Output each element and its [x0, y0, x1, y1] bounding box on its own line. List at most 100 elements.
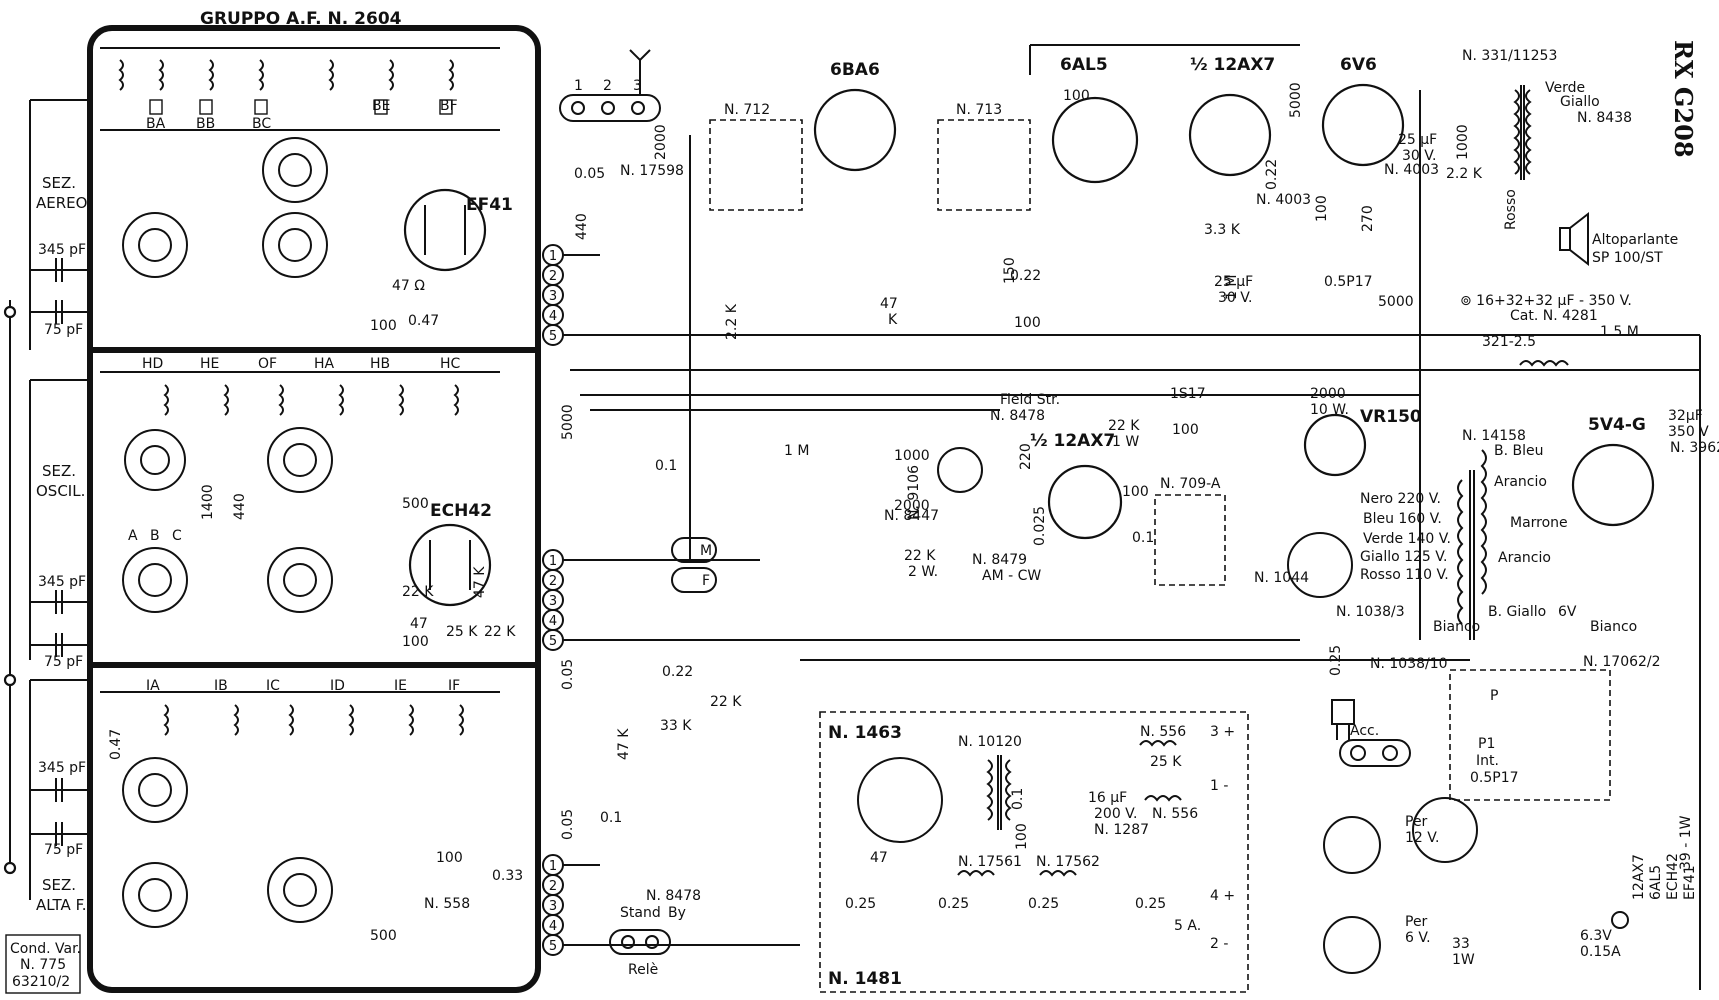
if-transformer-713 [937, 119, 1031, 211]
svg-text:0.33: 0.33 [492, 868, 523, 884]
svg-text:0.22: 0.22 [662, 664, 693, 680]
n17561-label: N. 17561 [958, 854, 1022, 870]
svg-text:0.1: 0.1 [655, 458, 677, 474]
cap-345a: 345 pF [38, 242, 86, 258]
rf-group-box [87, 25, 541, 993]
r2000-watt: 10 W. [1310, 402, 1349, 418]
r33-watt: 1W [1452, 952, 1475, 968]
svg-text:5000: 5000 [1378, 294, 1414, 310]
choke-label: 321-2.5 [1482, 334, 1536, 350]
out-minus2: 2 - [1210, 936, 1228, 952]
fuse-volt: 6.3V [1580, 928, 1612, 944]
svg-text:100: 100 [436, 850, 463, 866]
n17598-label: N. 17598 [620, 163, 684, 179]
svg-text:100: 100 [1014, 823, 1030, 850]
sec-6v: 6V [1558, 604, 1577, 620]
svg-text:100: 100 [1314, 195, 1330, 222]
primary-160: Bleu 160 V. [1363, 511, 1442, 527]
n1287-label: N. 1287 [1094, 822, 1149, 838]
c16-volt: 200 V. [1094, 806, 1137, 822]
if-transformer-712 [709, 119, 803, 211]
ant-pin-3: 3 [633, 78, 642, 94]
p-label: P [1490, 688, 1498, 704]
svg-text:25 µF: 25 µF [1398, 132, 1437, 148]
c025-c: 0.25 [1028, 896, 1059, 912]
svg-text:30 V.: 30 V. [1402, 148, 1437, 164]
terminal-strip-aereo [542, 244, 564, 346]
svg-text:2.2 K: 2.2 K [1446, 166, 1483, 182]
tube-12ax7-b [1047, 464, 1123, 540]
fuse-amp: 0.15A [1580, 944, 1621, 960]
term-o3: 3 [549, 594, 557, 609]
cap-75a: 75 pF [44, 322, 83, 338]
ant-pin-2: 2 [603, 78, 612, 94]
n8478b-label: N. 8478 [646, 888, 701, 904]
svg-text:0.1: 0.1 [1132, 530, 1154, 546]
term-f3: 3 [549, 899, 557, 914]
svg-text:1S17: 1S17 [1170, 386, 1206, 402]
cond-var-3: 63210/2 [12, 974, 70, 990]
tube-12ax7-b-label: ½ 12AX7 [1030, 431, 1115, 451]
sec-arancio-2: Arancio [1498, 550, 1551, 566]
term-o5: 5 [549, 634, 557, 649]
mod-c: C [172, 528, 182, 544]
svg-text:500: 500 [370, 928, 397, 944]
term-o4: 4 [549, 614, 557, 629]
sec-arancio-1: Arancio [1494, 474, 1547, 490]
heater-string: 12AX7 6AL5 ECH42 EF41 [1631, 853, 1698, 900]
r25kb-label: 25 K [1150, 754, 1182, 770]
per6-1: Per [1405, 914, 1428, 930]
tube-12ax7-a [1188, 93, 1272, 177]
group-label: GRUPPO A.F. N. 2604 [200, 9, 402, 29]
f-connector [671, 567, 717, 593]
coil-ic: IC [266, 678, 280, 694]
voltage-selector [1287, 532, 1353, 598]
svg-text:440: 440 [574, 213, 590, 240]
pilot-lamp-icon [1611, 911, 1629, 929]
n8479-label: N. 8479 [972, 552, 1027, 568]
coil-hc: HC [440, 356, 461, 372]
vibrator-chokes [957, 740, 1182, 877]
c025-d: 0.25 [1135, 896, 1166, 912]
output-transformer [1513, 85, 1532, 180]
c32-val: 32µF [1668, 408, 1703, 424]
svg-text:100: 100 [1063, 88, 1090, 104]
n4281-label: Cat. N. 4281 [1510, 308, 1598, 324]
svg-text:1 W: 1 W [1112, 434, 1139, 450]
cap-345c: 345 pF [38, 760, 86, 776]
svg-text:0.025: 0.025 [1032, 506, 1048, 546]
wiring-bus [563, 44, 1701, 990]
standby-stand: Stand [620, 905, 661, 921]
section-oscil-2: OSCIL. [36, 482, 85, 500]
svg-text:22 K: 22 K [402, 584, 434, 600]
bottom-coil-bank [100, 691, 500, 736]
coil-be: BE [372, 98, 390, 114]
svg-text:100: 100 [1122, 484, 1149, 500]
section-aereo-2: AEREO [36, 194, 87, 212]
svg-text:500: 500 [402, 496, 429, 512]
n713-label: N. 713 [956, 102, 1002, 118]
tube-6v6 [1321, 83, 1405, 167]
speaker-label-1: Altoparlante [1592, 232, 1678, 248]
tube-6ba6-label: 6BA6 [830, 60, 880, 80]
if-transformer-709a [1154, 494, 1226, 586]
svg-text:47 K: 47 K [616, 728, 632, 760]
svg-text:2000: 2000 [894, 498, 930, 514]
n712-label: N. 712 [724, 102, 770, 118]
heater-12ax7-a: 12AX7 [1631, 854, 1647, 900]
n14158-label: N. 14158 [1462, 428, 1526, 444]
m-label: M [700, 543, 712, 559]
cond-var-2: N. 775 [20, 957, 66, 973]
svg-text:1 M: 1 M [1224, 275, 1240, 300]
svg-text:100: 100 [1014, 315, 1041, 331]
mod-b: B [150, 528, 160, 544]
svg-text:100: 100 [402, 634, 429, 650]
primary-125: Giallo 125 V. [1360, 549, 1448, 565]
svg-text:2000: 2000 [653, 124, 669, 160]
n10120-label: N. 10120 [958, 734, 1022, 750]
primary-110: Rosso 110 V. [1360, 567, 1449, 583]
filter-choke [1519, 360, 1569, 367]
svg-text:0.22: 0.22 [1264, 159, 1280, 190]
svg-text:0.05: 0.05 [560, 659, 576, 690]
out-plus4: 4 + [1210, 888, 1235, 904]
